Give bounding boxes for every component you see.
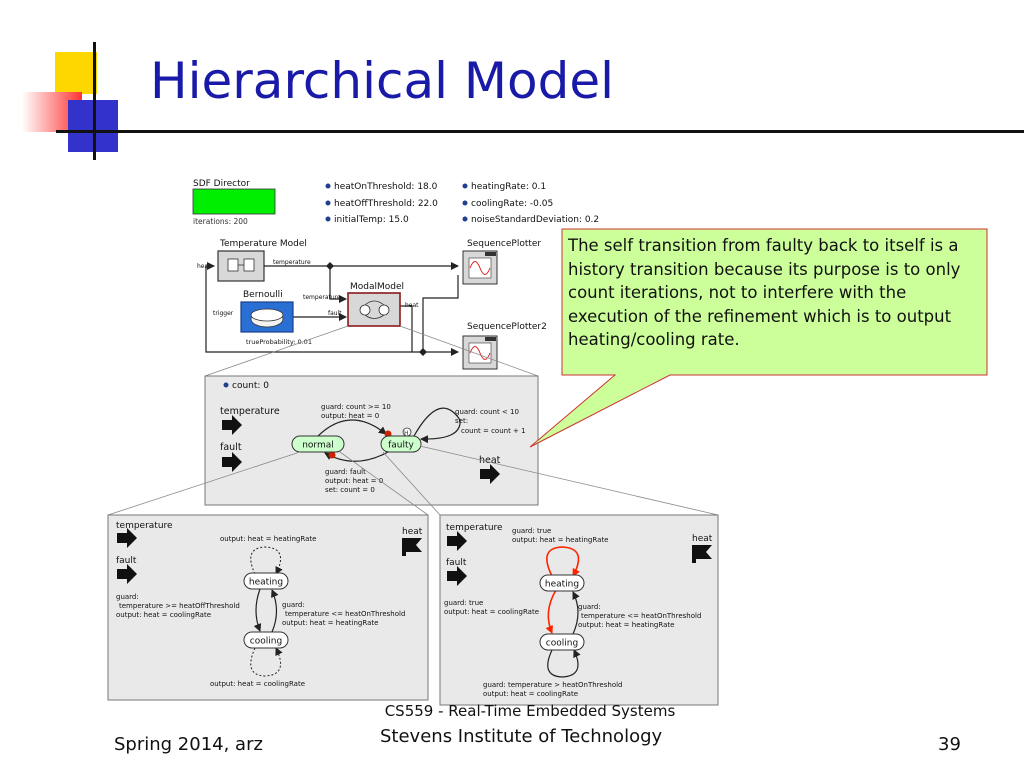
fsm-left-fault: fault xyxy=(116,556,137,566)
zoom-guide-line xyxy=(399,325,539,377)
mm-heat-port: heat xyxy=(405,302,419,309)
guard-bottom-line2: output: heat = 0 xyxy=(325,477,383,485)
fsm-left-right-label1: guard: xyxy=(282,601,305,609)
fsm-right-bottom-label1: guard: temperature > heatOnThreshold xyxy=(483,681,623,689)
mm-fault-port: fault xyxy=(328,310,342,317)
fsm-right-panel: temperature fault heat heating cooling g… xyxy=(439,514,719,706)
callout-text: The self transition from faulty back to … xyxy=(568,236,961,349)
decorative-logo xyxy=(0,0,146,160)
modal-model-label: ModalModel xyxy=(350,282,404,292)
state-cooling[interactable] xyxy=(539,633,585,651)
fsm-left-right-label2: temperature <= heatOnThreshold xyxy=(285,610,405,618)
modal-model-actor[interactable] xyxy=(347,292,401,327)
plotter2-label: SequencePlotter2 xyxy=(467,322,547,332)
temperature-model-label: Temperature Model xyxy=(219,239,307,249)
mm-temperature-port: temperature xyxy=(303,294,341,301)
guard-self-line1: guard: count < 10 xyxy=(455,408,519,416)
zoom-guide-line xyxy=(204,325,349,377)
trigger-port-label: trigger xyxy=(213,310,234,317)
plotter1-label: SequencePlotter xyxy=(467,239,541,249)
fsm-left-left-label2: temperature >= heatOffThreshold xyxy=(119,602,240,610)
state-heating-label: heating xyxy=(545,580,579,590)
callout-box xyxy=(529,228,988,448)
fsm-right-right-label1: guard: xyxy=(578,603,601,611)
page-number: 39 xyxy=(938,734,961,755)
param-heat-off: heatOffThreshold: 22.0 xyxy=(334,199,438,209)
state-cooling-label: cooling xyxy=(250,637,282,647)
true-probability-label: trueProbability: 0.01 xyxy=(246,338,312,346)
fsm-right-temperature: temperature xyxy=(446,523,503,533)
fsm-right-right-label3: output: heat = heatingRate xyxy=(578,621,674,629)
temperature-model-actor[interactable] xyxy=(217,250,265,282)
count-param: count: 0 xyxy=(232,381,269,391)
param-heat-on: heatOnThreshold: 18.0 xyxy=(334,182,438,192)
heat-port-label: heat xyxy=(197,263,211,270)
sdf-director-label: SDF Director xyxy=(193,179,250,189)
state-cooling[interactable] xyxy=(243,631,289,649)
fsm-left-top-label: output: heat = heatingRate xyxy=(220,535,316,543)
sequence-plotter-2[interactable] xyxy=(462,335,498,370)
state-faulty-label: faulty xyxy=(388,441,414,451)
fsm-middle-panel: count: 0 temperature fault heat H normal… xyxy=(204,375,539,506)
sdf-director-block[interactable] xyxy=(192,188,276,215)
guard-top-line2: output: heat = 0 xyxy=(321,412,379,420)
guard-self-line3: count = count + 1 xyxy=(461,427,526,435)
fsm-right-bottom-label2: output: heat = coolingRate xyxy=(483,690,578,698)
footer-date: Spring 2014, arz xyxy=(114,734,263,755)
param-bullet xyxy=(462,183,468,189)
fsm-left-panel: temperature fault heat heating cooling o… xyxy=(107,514,429,701)
fsm-right-left-label1: guard: true xyxy=(444,599,483,607)
zoom-guide-line xyxy=(107,451,301,516)
param-bullet xyxy=(325,216,331,222)
fsm-right-heat: heat xyxy=(692,534,713,544)
fsm-right-top-label1: guard: true xyxy=(512,527,551,535)
zoom-guide-line xyxy=(339,451,429,516)
param-bullet xyxy=(325,200,331,206)
fsm-left-bottom-label: output: heat = coolingRate xyxy=(210,680,305,688)
fsm-left-left-label1: guard: xyxy=(116,593,139,601)
state-normal-label: normal xyxy=(302,441,334,451)
param-noise-std: noiseStandardDeviation: 0.2 xyxy=(471,215,599,225)
fsm-left-heat: heat xyxy=(402,527,423,537)
state-normal[interactable] xyxy=(291,435,345,453)
fsm-right-top-label2: output: heat = heatingRate xyxy=(512,536,608,544)
state-heating-label: heating xyxy=(249,578,283,588)
guard-bottom-line3: set: count = 0 xyxy=(325,486,375,494)
param-initial-temp: initialTemp: 15.0 xyxy=(334,215,409,225)
fsm-middle-fault: fault xyxy=(220,442,242,453)
fsm-right-left-label2: output: heat = coolingRate xyxy=(444,608,539,616)
fsm-middle-heat: heat xyxy=(479,455,501,466)
footer-institution: Stevens Institute of Technology xyxy=(380,726,663,747)
param-bullet xyxy=(462,216,468,222)
fsm-middle-temperature: temperature xyxy=(220,406,280,417)
state-faulty[interactable] xyxy=(380,435,422,453)
param-cooling-rate: coolingRate: -0.05 xyxy=(471,199,553,209)
fsm-right-fault: fault xyxy=(446,558,467,568)
zoom-guide-line xyxy=(419,445,719,516)
state-heating[interactable] xyxy=(539,574,585,592)
guard-top-line1: guard: count >= 10 xyxy=(321,403,391,411)
temperature-port-label: temperature xyxy=(273,259,311,266)
fsm-left-right-label3: output: heat = heatingRate xyxy=(282,619,378,627)
top-model: SDF Director iterations: 200 heatOnThres… xyxy=(192,179,599,370)
svg-text:H: H xyxy=(404,430,409,437)
state-cooling-label: cooling xyxy=(546,639,578,649)
slide-title: Hierarchical Model xyxy=(150,52,615,110)
guard-bottom-line1: guard: fault xyxy=(325,468,366,476)
param-bullet xyxy=(462,200,468,206)
fsm-left-temperature: temperature xyxy=(116,521,173,531)
title-divider xyxy=(60,130,1024,133)
guard-self-line2: set: xyxy=(455,417,468,425)
param-heating-rate: heatingRate: 0.1 xyxy=(471,182,546,192)
fsm-left-left-label3: output: heat = coolingRate xyxy=(116,611,211,619)
bernoulli-label: Bernoulli xyxy=(243,290,283,300)
iterations-label: iterations: 200 xyxy=(193,217,248,226)
footer-course-title: CS559 - Real-Time Embedded Systems xyxy=(385,702,676,720)
zoom-guide-line xyxy=(382,451,441,516)
fsm-right-right-label2: temperature <= heatOnThreshold xyxy=(581,612,701,620)
param-bullet xyxy=(325,183,331,189)
state-heating[interactable] xyxy=(243,572,289,590)
